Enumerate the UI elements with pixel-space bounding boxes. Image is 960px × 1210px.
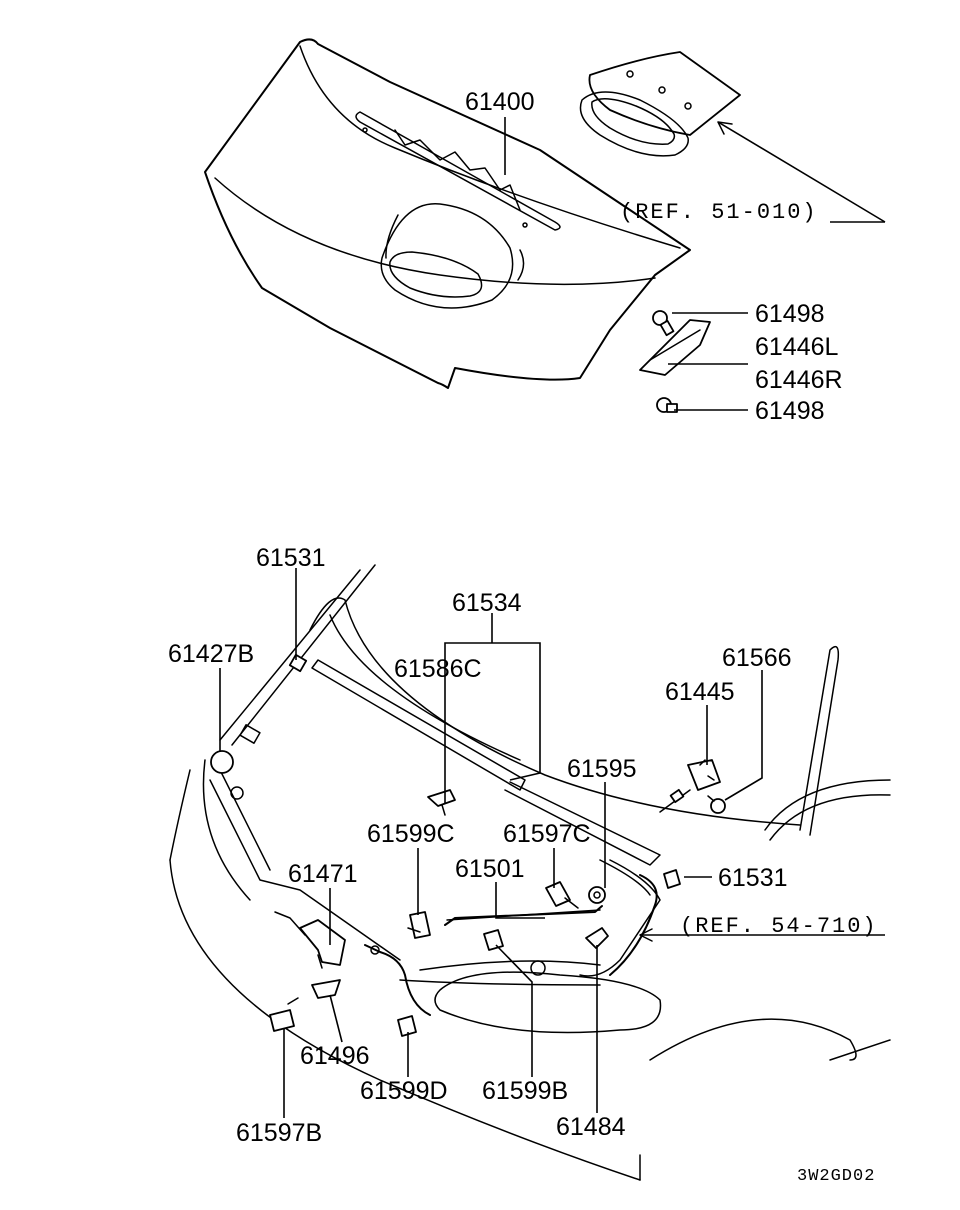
label-61599B: 61599B — [482, 1077, 568, 1105]
clip-icon — [545, 881, 579, 909]
label-61498-bottom: 61498 — [755, 397, 825, 425]
label-61595: 61595 — [567, 755, 637, 783]
latch-cover-icon — [311, 979, 341, 999]
clip-icon — [397, 1015, 417, 1037]
label-61599D: 61599D — [360, 1077, 448, 1105]
bolt-icon — [707, 795, 726, 814]
label-61566: 61566 — [722, 644, 792, 672]
reference-51-010: (REF. 51-010) — [620, 200, 818, 225]
label-61586C: 61586C — [394, 655, 482, 683]
label-61501: 61501 — [455, 855, 525, 883]
hood-panel — [204, 38, 691, 389]
clip-icon — [427, 789, 456, 816]
bumper-icon — [269, 997, 299, 1032]
label-61599C: 61599C — [367, 820, 455, 848]
bolt-icon — [652, 310, 675, 337]
hood-latch-icon — [274, 911, 346, 969]
hood-lock-icon — [659, 759, 721, 813]
label-61597C: 61597C — [503, 820, 591, 848]
label-61534: 61534 — [452, 589, 522, 617]
label-61446R: 61446R — [755, 366, 843, 394]
label-61471: 61471 — [288, 860, 358, 888]
cap-icon — [210, 750, 234, 774]
car-front-body — [169, 564, 891, 1181]
label-61531-right: 61531 — [718, 864, 788, 892]
label-61484: 61484 — [556, 1113, 626, 1141]
label-61400: 61400 — [465, 88, 535, 116]
label-61496: 61496 — [300, 1042, 370, 1070]
clip-icon — [663, 869, 681, 889]
bracket-icon — [585, 927, 609, 949]
release-rod — [444, 905, 603, 926]
hood-scoop-panel — [579, 51, 741, 157]
reference-54-710: (REF. 54-710) — [680, 914, 878, 939]
diagram-code: 3W2GD02 — [797, 1167, 875, 1186]
label-61597B: 61597B — [236, 1119, 322, 1147]
clip-icon — [407, 911, 431, 939]
clip-icon — [288, 653, 308, 673]
label-61498-top: 61498 — [755, 300, 825, 328]
label-61445: 61445 — [665, 678, 735, 706]
label-61427B: 61427B — [168, 640, 254, 668]
label-61446L: 61446L — [755, 333, 839, 361]
bolt-icon — [656, 397, 678, 413]
label-61531-top: 61531 — [256, 544, 326, 572]
release-cable — [364, 874, 658, 1016]
hood-hinge — [639, 319, 711, 376]
clip-icon — [483, 929, 504, 951]
clip-icon — [588, 886, 606, 904]
